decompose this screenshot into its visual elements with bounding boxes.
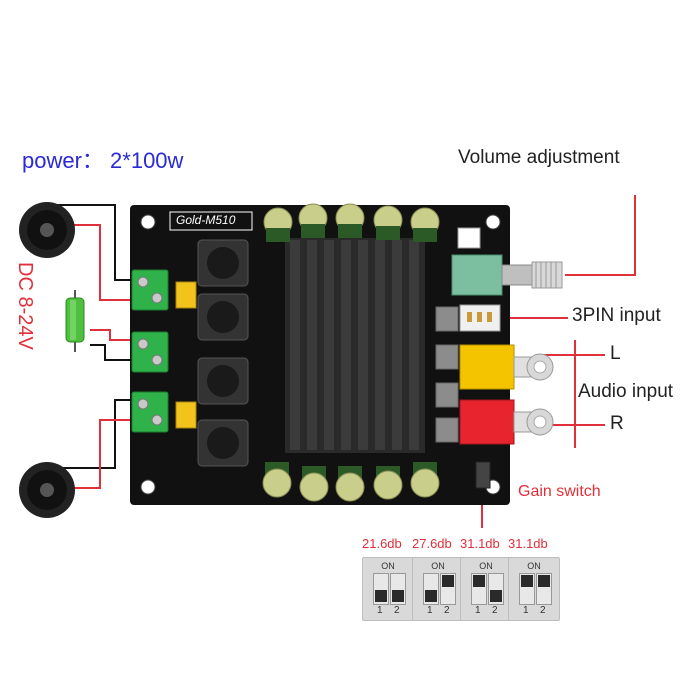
gain-switch-label: Gain switch xyxy=(518,483,601,500)
dip-on-text: ON xyxy=(479,561,493,571)
dc-power-capsule xyxy=(65,290,85,352)
dip-switch-3: ON 1 2 xyxy=(460,557,512,621)
dip-switch-2: ON 1 2 xyxy=(412,557,464,621)
dip-on-text: ON xyxy=(431,561,445,571)
terminal-blocks xyxy=(131,269,169,433)
dip-on-text: ON xyxy=(381,561,395,571)
wire-red-bottom xyxy=(68,419,132,489)
3pin-input-label: 3PIN input xyxy=(572,305,661,326)
dip-on-text: ON xyxy=(527,561,541,571)
3pin-connector xyxy=(459,304,501,332)
volume-adjustment-label: Volume adjustment xyxy=(458,147,620,168)
volume-pointer-line xyxy=(565,195,636,276)
audio-left-label: L xyxy=(610,343,621,364)
power-rating-label: power： 2*100w xyxy=(22,148,184,173)
capacitors-top xyxy=(263,203,440,242)
audio-right-label: R xyxy=(610,413,624,434)
heatsink xyxy=(285,238,425,453)
rca-jack-right xyxy=(459,399,554,445)
wire-black-dc xyxy=(90,344,132,361)
speaker-top xyxy=(19,202,75,258)
gain-option-label-3: 31.1db xyxy=(460,536,500,551)
gain-option-label-2: 27.6db xyxy=(412,536,452,551)
audio-input-label: Audio input xyxy=(578,381,674,402)
wire-red-dc xyxy=(90,329,132,341)
wire-black-bottom xyxy=(50,399,132,469)
dip-switch-1: ON 1 2 xyxy=(362,557,414,621)
gain-option-label-4: 31.1db xyxy=(508,536,548,551)
volume-potentiometer xyxy=(451,254,563,296)
rca-jack-left xyxy=(459,344,554,390)
speaker-bottom xyxy=(19,462,75,518)
wire-black-top xyxy=(50,204,132,281)
capacitors-bottom xyxy=(262,462,440,502)
gain-option-label-1: 21.6db xyxy=(362,536,402,551)
wire-red-top xyxy=(68,224,132,301)
board-model-label: Gold-M510 xyxy=(176,213,236,227)
dip-switch-4: ON 1 2 xyxy=(508,557,560,621)
